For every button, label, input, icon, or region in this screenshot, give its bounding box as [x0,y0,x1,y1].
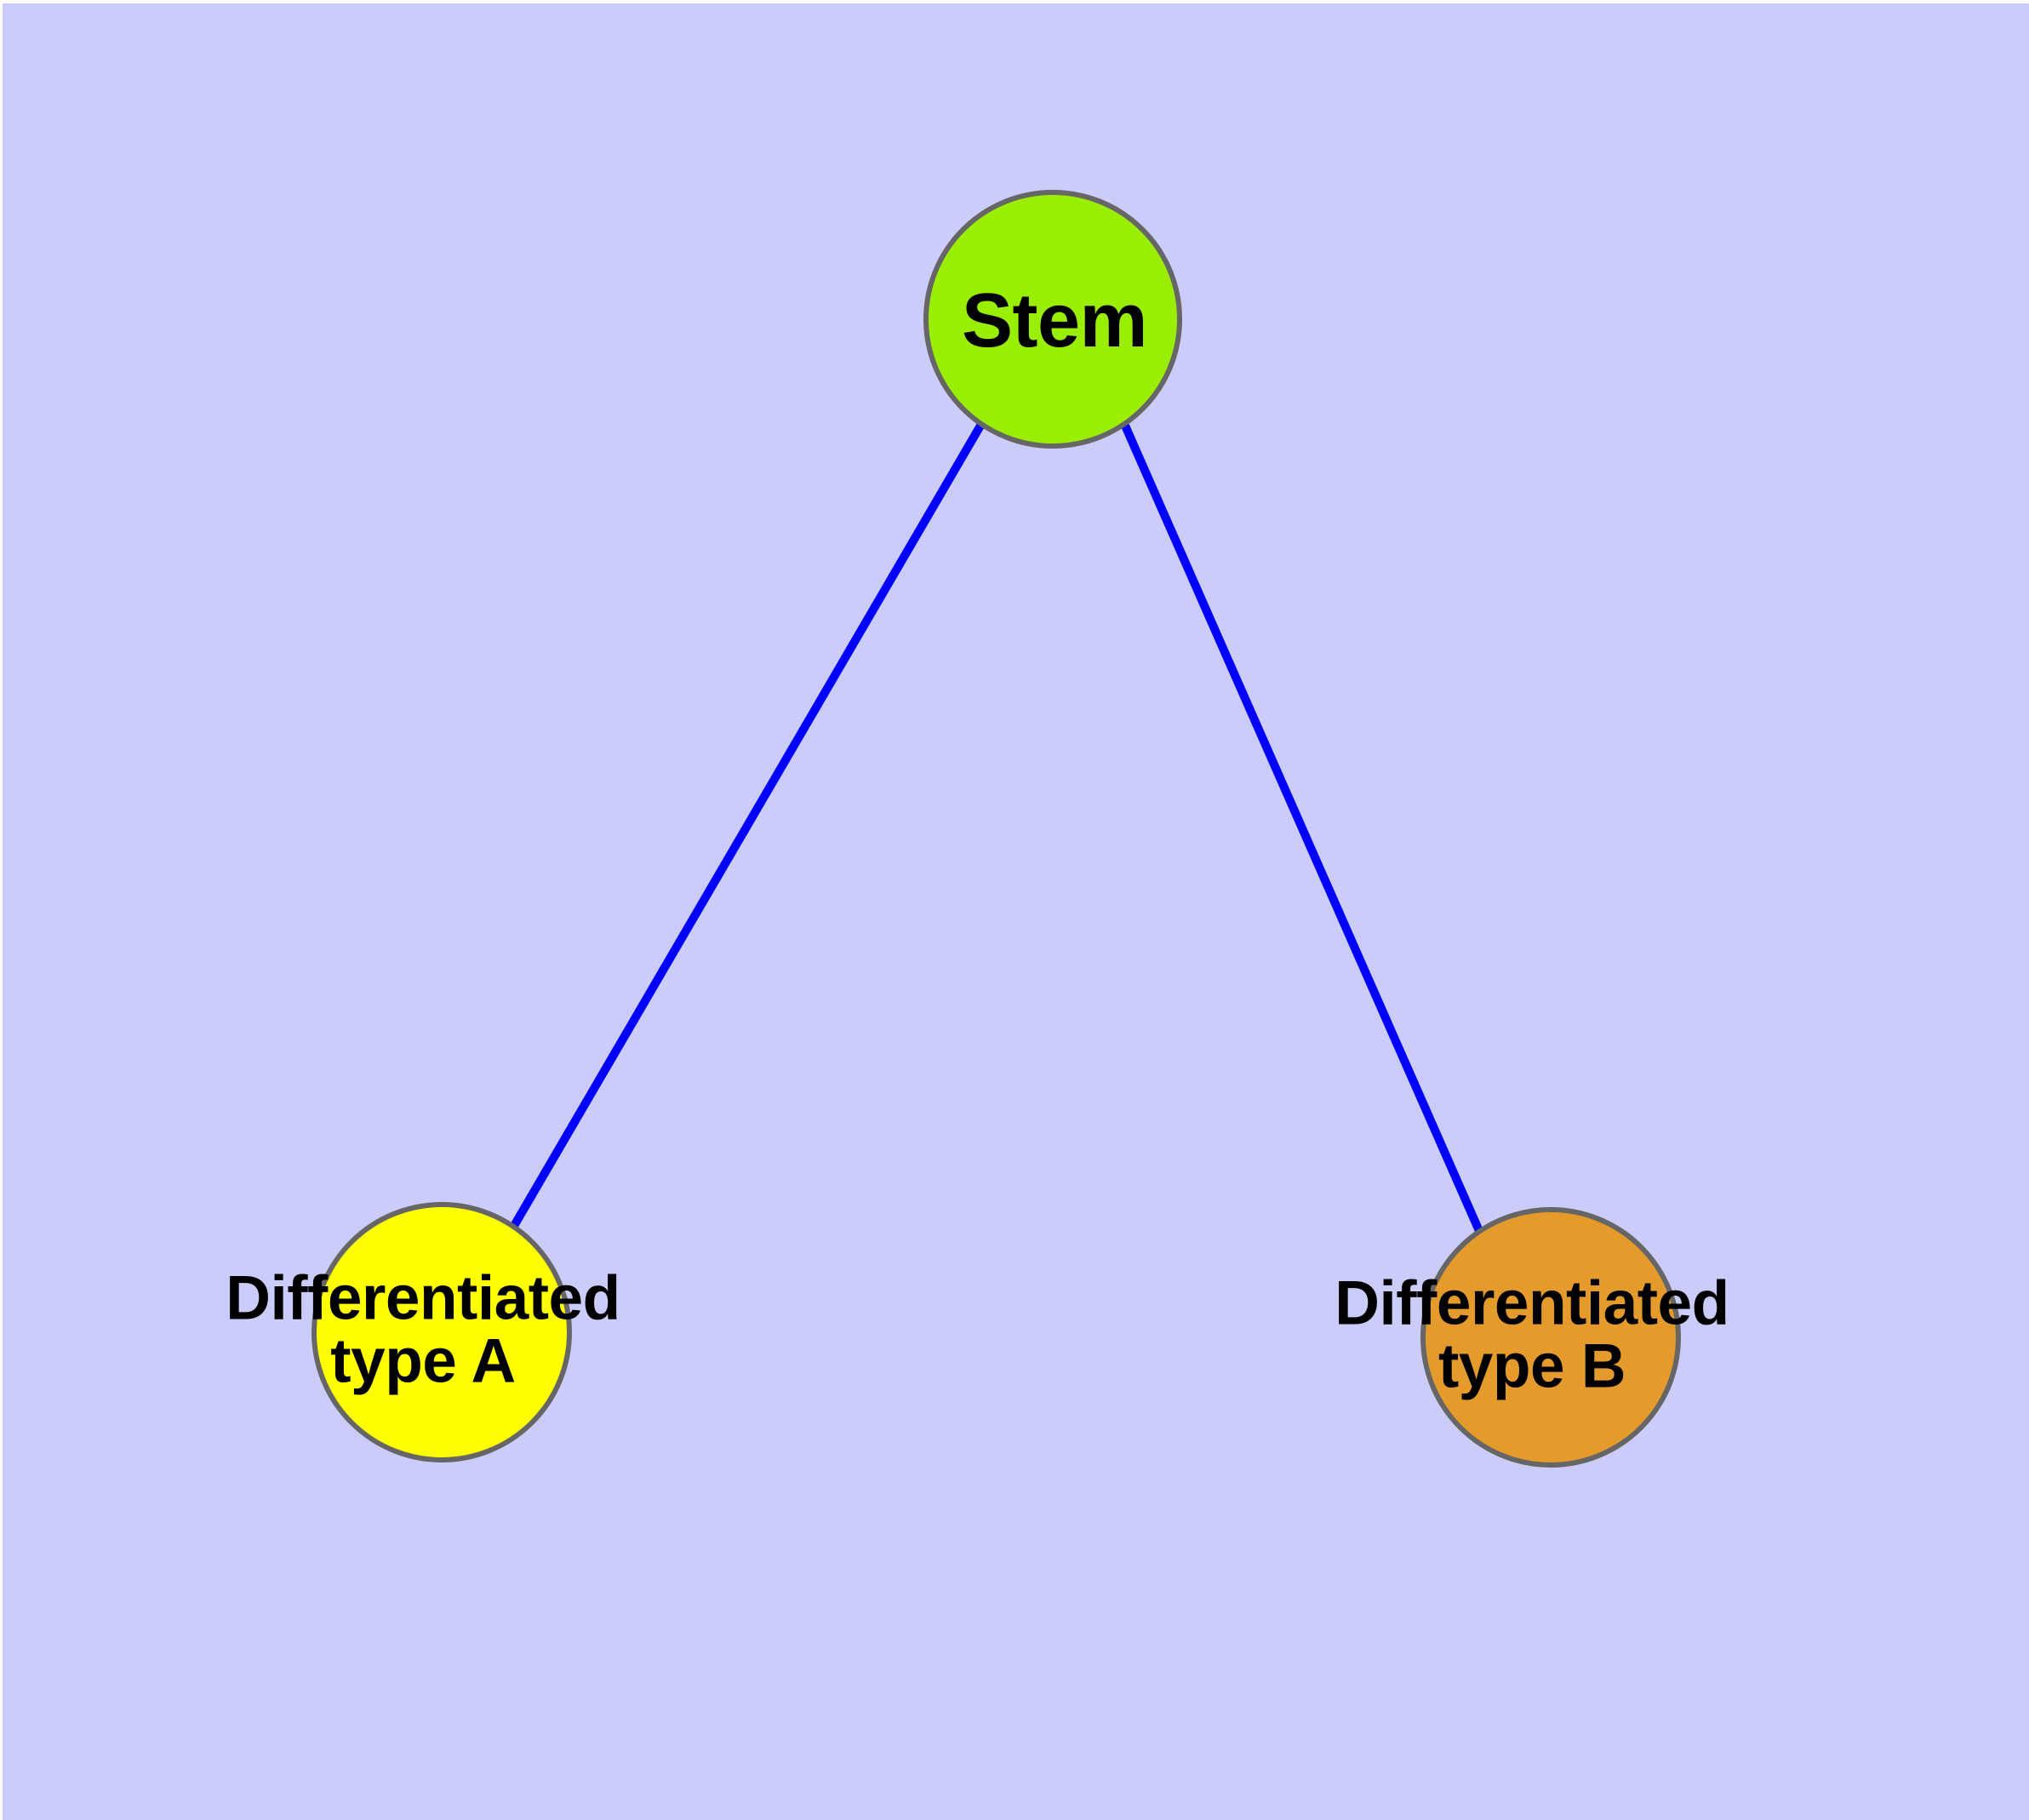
edge-stem-to-differentiated-type-a[interactable] [510,423,985,1228]
node-stem[interactable] [923,190,1182,449]
edge-layer [510,423,1483,1233]
node-differentiated-type-a[interactable] [311,1202,572,1462]
node-differentiated-type-b[interactable] [1420,1207,1681,1468]
edge-stem-to-differentiated-type-b[interactable] [1121,423,1483,1233]
node-layer [311,190,1681,1468]
